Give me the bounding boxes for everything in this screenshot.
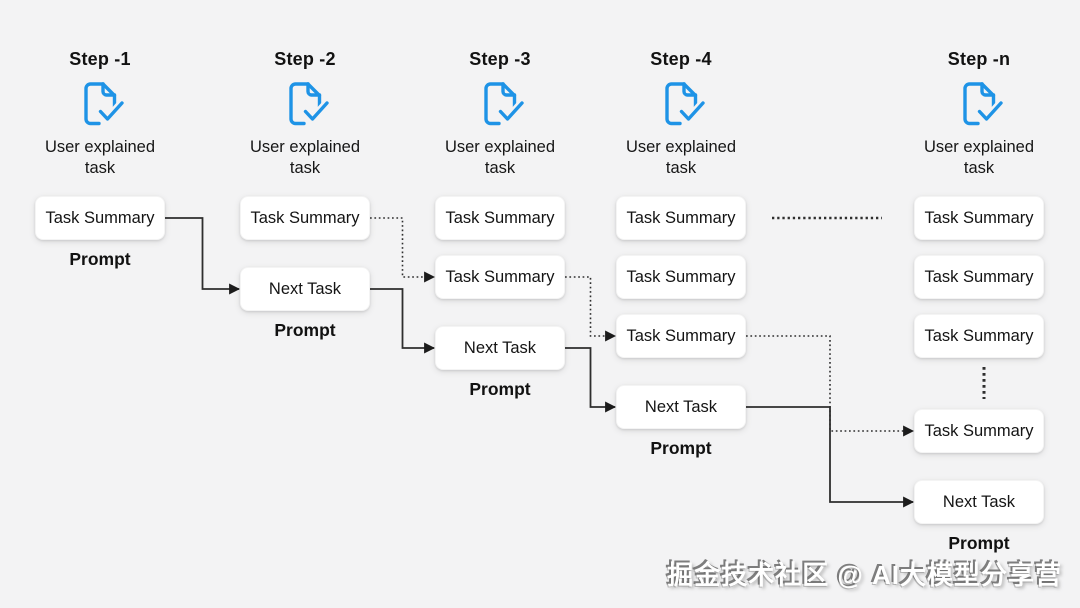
- user-task-caption: User explained task: [444, 138, 556, 177]
- step-header: Step -3: [469, 49, 531, 69]
- task-summary-box: Task Summary: [914, 255, 1044, 299]
- task-summary-box: Task Summary: [914, 314, 1044, 358]
- task-summary-box: Task Summary: [914, 409, 1044, 453]
- document-check-icon: [281, 79, 332, 129]
- next-task-box: Next Task: [914, 480, 1044, 524]
- user-task-caption: User explained task: [44, 138, 156, 177]
- document-check-icon: [76, 79, 127, 129]
- user-task-caption: User explained task: [625, 138, 737, 177]
- next-task-box: Next Task: [435, 326, 565, 370]
- step-header: Step -n: [947, 49, 1011, 69]
- prompt-label: Prompt: [274, 320, 336, 340]
- task-summary-box: Task Summary: [35, 196, 165, 240]
- connector-dotted: [746, 335, 915, 437]
- step-header: Step -2: [274, 49, 336, 69]
- task-summary-box: Task Summary: [435, 255, 565, 299]
- step-header: Step -4: [650, 49, 712, 69]
- prompt-label: Prompt: [948, 533, 1010, 553]
- task-summary-box: Task Summary: [240, 196, 370, 240]
- task-summary-box: Task Summary: [616, 314, 746, 358]
- document-check-icon: [476, 79, 527, 129]
- prompt-label: Prompt: [69, 249, 131, 269]
- next-task-box: Next Task: [240, 267, 370, 311]
- next-task-box: Next Task: [616, 385, 746, 429]
- prompt-label: Prompt: [469, 379, 531, 399]
- watermark-text: 掘金技术社区 @ AI大模型分享营: [667, 560, 1062, 590]
- document-check-icon: [657, 79, 708, 129]
- user-task-caption: User explained task: [249, 138, 361, 177]
- connector-dotted: [370, 217, 436, 283]
- prompt-label: Prompt: [650, 438, 712, 458]
- user-task-caption: User explained task: [923, 138, 1035, 177]
- task-summary-box: Task Summary: [616, 255, 746, 299]
- step-header: Step -1: [69, 49, 131, 69]
- task-summary-box: Task Summary: [616, 196, 746, 240]
- connector-solid: [746, 406, 915, 508]
- connector-solid: [370, 288, 436, 354]
- document-check-icon: [955, 79, 1006, 129]
- task-summary-box: Task Summary: [914, 196, 1044, 240]
- connector-solid: [565, 347, 617, 413]
- connector-solid: [165, 217, 241, 295]
- task-summary-box: Task Summary: [435, 196, 565, 240]
